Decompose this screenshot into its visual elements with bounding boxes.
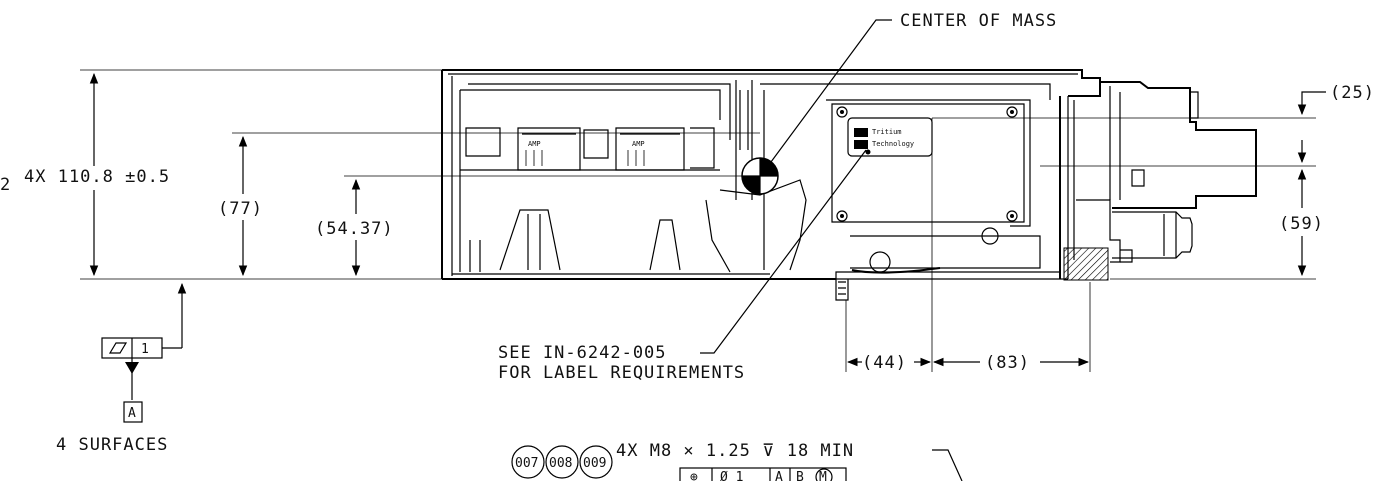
fcf-position-icon: ⊕ bbox=[690, 470, 698, 481]
partial-glyph: 2 bbox=[0, 175, 11, 195]
connector-left-mark: AMP bbox=[528, 140, 541, 148]
four-surfaces-label: 4 SURFACES bbox=[56, 435, 168, 455]
label-plate-line2: Technology bbox=[872, 140, 914, 148]
plate-screws bbox=[836, 106, 1018, 222]
fcf-datum-a: A bbox=[775, 470, 783, 481]
horizontal-dimensions: (44) (83) bbox=[845, 118, 1091, 373]
balloon-007: 007 bbox=[515, 456, 538, 471]
dim-59: (59) bbox=[1279, 214, 1324, 234]
see-reference-line2: FOR LABEL REQUIREMENTS bbox=[498, 363, 745, 383]
balloon-008: 008 bbox=[549, 456, 572, 471]
connector-left: AMP bbox=[517, 127, 581, 171]
label-requirements-leader: SEE IN-6242-005 FOR LABEL REQUIREMENTS bbox=[498, 149, 871, 383]
fcf-datum-b: B bbox=[796, 470, 804, 481]
center-of-mass-label: CENTER OF MASS bbox=[900, 11, 1057, 31]
fcf-tolerance: Ø 1 bbox=[720, 470, 743, 481]
label-plate: Tritium Technology bbox=[847, 117, 933, 157]
thread-callout: 007 008 009 4X M8 × 1.25 ⊽ 18 MIN ⊕ Ø 1 … bbox=[511, 441, 963, 481]
center-of-mass-leader: CENTER OF MASS bbox=[767, 11, 1057, 167]
dim-77: (77) bbox=[218, 199, 263, 219]
fcf-modifier: M bbox=[819, 470, 827, 481]
dim-25: (25) bbox=[1330, 83, 1375, 103]
height-dimensions: 2 4X 110.8 ±0.5 (77) (54.37) bbox=[0, 69, 760, 280]
label-plate-line1: Tritium bbox=[872, 128, 902, 136]
cable-plug bbox=[835, 267, 941, 301]
datum-a-label: A bbox=[128, 406, 136, 421]
see-reference-line1: SEE IN-6242-005 bbox=[498, 343, 667, 363]
dim-83: (83) bbox=[985, 353, 1030, 373]
housing-body: AMP AMP bbox=[441, 69, 1101, 280]
dim-54-37: (54.37) bbox=[315, 219, 394, 239]
thread-spec: 4X M8 × 1.25 ⊽ 18 MIN bbox=[616, 441, 854, 461]
connector-right: AMP bbox=[615, 127, 685, 171]
right-dimensions: (25) (59) bbox=[932, 83, 1375, 280]
flatness-callout: 1 A 4 SURFACES bbox=[56, 282, 187, 455]
connector-right-mark: AMP bbox=[632, 140, 645, 148]
flatness-value: 1 bbox=[141, 342, 149, 357]
dim-44: (44) bbox=[862, 353, 907, 373]
balloon-009: 009 bbox=[583, 456, 606, 471]
right-fittings bbox=[1063, 81, 1257, 281]
overall-height-label: 4X 110.8 ±0.5 bbox=[24, 167, 170, 187]
